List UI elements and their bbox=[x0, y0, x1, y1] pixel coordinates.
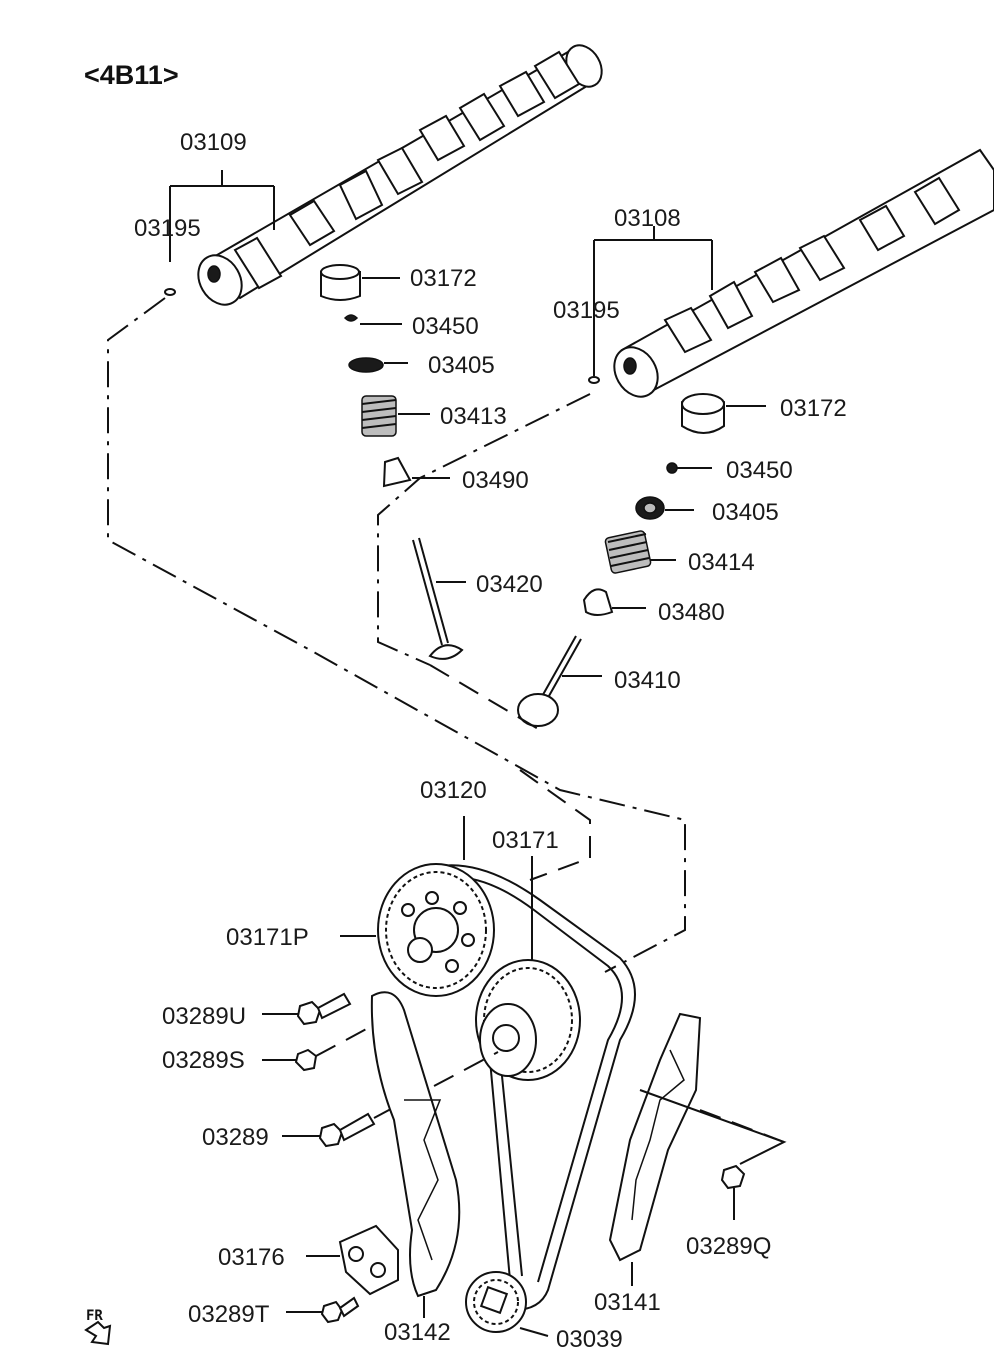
spring-seat-03490 bbox=[382, 456, 450, 488]
valve-connector bbox=[429, 664, 541, 731]
label-03410: 03410 bbox=[614, 667, 681, 694]
label-03289: 03289 bbox=[202, 1124, 269, 1151]
label-03420: 03420 bbox=[476, 571, 543, 598]
label-03289S: 03289S bbox=[162, 1047, 245, 1074]
bolt-03289Q bbox=[639, 1089, 787, 1220]
bolt-03289 bbox=[282, 1051, 499, 1148]
retainer-03405-intake bbox=[348, 357, 408, 373]
valve-spring-03414 bbox=[604, 530, 676, 574]
retainer-lock-03450-exhaust bbox=[666, 462, 712, 474]
front-arrow-icon bbox=[84, 1320, 112, 1346]
intake-assembly-connector bbox=[107, 297, 686, 973]
valve-spring-03413 bbox=[361, 395, 430, 437]
intake-valve-03420 bbox=[412, 537, 466, 660]
label-03120: 03120 bbox=[420, 777, 487, 804]
lifter-03172-intake bbox=[320, 264, 400, 301]
label-03480: 03480 bbox=[658, 599, 725, 626]
label-03108: 03108 bbox=[614, 205, 681, 232]
label-03171P: 03171P bbox=[226, 924, 309, 951]
intake-camshaft bbox=[197, 44, 603, 306]
retainer-lock-03450-intake bbox=[343, 314, 402, 325]
camshaft-03109-bracket bbox=[169, 170, 275, 262]
bolt-03289S bbox=[262, 1025, 373, 1072]
exhaust-camshaft bbox=[613, 148, 994, 398]
label-03405-intake: 03405 bbox=[428, 352, 495, 379]
chain-tensioner-03176 bbox=[306, 1224, 399, 1296]
bolt-03289T bbox=[286, 1296, 360, 1324]
label-03195-exhaust: 03195 bbox=[553, 297, 620, 324]
crank-sprocket-03039 bbox=[465, 1271, 549, 1337]
label-03109: 03109 bbox=[180, 129, 247, 156]
label-03039: 03039 bbox=[556, 1326, 623, 1353]
engine-title: <4B11> bbox=[84, 60, 179, 90]
lifter-03172-exhaust bbox=[681, 393, 766, 434]
label-03195-intake: 03195 bbox=[134, 215, 201, 242]
chain-guide-03141 bbox=[608, 1012, 702, 1262]
timing-chain-03120 bbox=[417, 816, 636, 1311]
label-03289Q: 03289Q bbox=[686, 1233, 771, 1260]
label-03450-intake: 03450 bbox=[412, 313, 479, 340]
label-03141: 03141 bbox=[594, 1289, 661, 1316]
exhaust-camshaft-connector bbox=[377, 393, 591, 666]
label-03172-intake: 03172 bbox=[410, 265, 477, 292]
dowel-pin-icon bbox=[164, 288, 176, 296]
label-03405-exhaust: 03405 bbox=[712, 499, 779, 526]
label-03414: 03414 bbox=[688, 549, 755, 576]
label-03490: 03490 bbox=[462, 467, 529, 494]
label-03142: 03142 bbox=[384, 1319, 451, 1346]
bolt-03289U bbox=[262, 992, 352, 1026]
front-direction-label: FR bbox=[86, 1308, 103, 1324]
dowel-pin-icon bbox=[588, 376, 600, 384]
sprocket-connector bbox=[519, 769, 591, 881]
label-03289U: 03289U bbox=[162, 1003, 246, 1030]
camshaft-03108-bracket bbox=[593, 226, 713, 376]
retainer-03405-exhaust bbox=[635, 496, 694, 520]
label-03289T: 03289T bbox=[188, 1301, 270, 1328]
exhaust-valve-03410 bbox=[517, 635, 602, 727]
sprocket-03171 bbox=[475, 959, 581, 1081]
label-03413: 03413 bbox=[440, 403, 507, 430]
label-03176: 03176 bbox=[218, 1244, 285, 1271]
tensioner-lever-03142 bbox=[370, 991, 461, 1298]
label-03172-exhaust: 03172 bbox=[780, 395, 847, 422]
spring-seat-03480 bbox=[582, 588, 646, 616]
sprocket-03171P bbox=[377, 863, 495, 997]
label-03171: 03171 bbox=[492, 827, 559, 854]
label-03450-exhaust: 03450 bbox=[726, 457, 793, 484]
